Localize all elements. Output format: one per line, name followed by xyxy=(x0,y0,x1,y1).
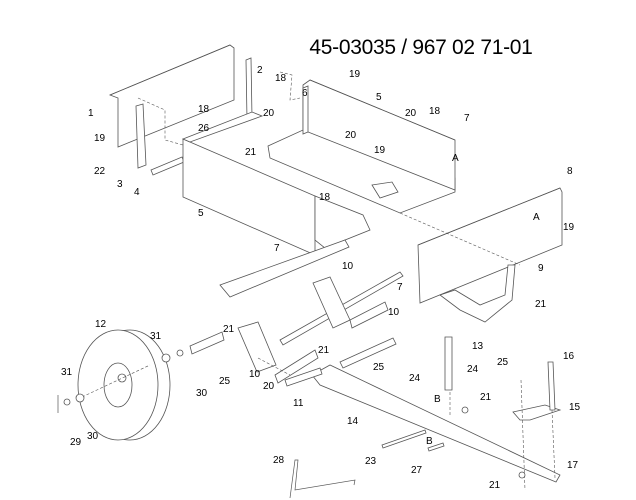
callout-label: 17 xyxy=(567,460,579,471)
callout-label: 24 xyxy=(467,364,479,375)
wheel-part xyxy=(57,329,225,441)
callout-label: 21 xyxy=(245,147,257,158)
callout-labels: 1 2 18 6 19 5 18 26 20 20 18 7 19 21 20 … xyxy=(61,65,581,491)
callout-label: 31 xyxy=(61,367,73,378)
callout-label: 20 xyxy=(263,108,275,119)
callout-label: 6 xyxy=(302,88,308,99)
callout-label: 19 xyxy=(349,69,361,80)
callout-label: 25 xyxy=(497,357,509,368)
callout-label: 21 xyxy=(489,480,501,491)
callout-label: 11 xyxy=(293,398,304,409)
callout-label: 20 xyxy=(345,130,357,141)
tongue-part xyxy=(284,336,562,499)
callout-label: 5 xyxy=(376,92,382,103)
callout-label: 4 xyxy=(134,187,140,198)
callout-label: 25 xyxy=(219,376,231,387)
callout-label: 7 xyxy=(397,282,403,293)
callout-label: 18 xyxy=(198,104,210,115)
callout-label: 8 xyxy=(567,166,573,177)
callout-label: 10 xyxy=(342,261,354,272)
callout-label: 16 xyxy=(563,351,575,362)
callout-label: 21 xyxy=(535,299,547,310)
callout-label: 28 xyxy=(273,455,285,466)
callout-label: 2 xyxy=(257,65,263,76)
bed-floor-part xyxy=(267,79,456,214)
mount-bracket-part xyxy=(237,276,389,384)
callout-label: 19 xyxy=(94,133,106,144)
callout-label: 19 xyxy=(563,222,575,233)
bracket-part xyxy=(439,264,516,323)
callout-label: 21 xyxy=(480,392,492,403)
callout-label: 3 xyxy=(117,179,123,190)
callout-label: 31 xyxy=(150,331,162,342)
callout-label: 15 xyxy=(569,402,581,413)
callout-label: A xyxy=(533,212,540,223)
callout-label: 12 xyxy=(95,319,107,330)
callout-label: 7 xyxy=(274,243,280,254)
callout-label: 13 xyxy=(472,341,484,352)
callout-label: 18 xyxy=(319,192,331,203)
callout-label: 30 xyxy=(196,388,208,399)
callout-label: 30 xyxy=(87,431,99,442)
callout-label: 20 xyxy=(263,381,275,392)
callout-label: 14 xyxy=(347,416,359,427)
callout-label: 21 xyxy=(318,345,330,356)
diagram-title: 45-03035 / 967 02 71-01 xyxy=(309,36,533,59)
callout-label: 20 xyxy=(405,108,417,119)
callout-label: 25 xyxy=(373,362,385,373)
side-panel-right-part xyxy=(417,187,563,304)
callout-label: 24 xyxy=(409,373,421,384)
callout-label: 5 xyxy=(198,208,204,219)
callout-label: A xyxy=(452,153,459,164)
callout-label: 22 xyxy=(94,166,106,177)
callout-label: 29 xyxy=(70,437,82,448)
callout-label: 21 xyxy=(223,324,235,335)
callout-label: 9 xyxy=(538,263,544,274)
callout-label: 23 xyxy=(365,456,377,467)
callout-label: 27 xyxy=(411,465,423,476)
callout-label: 19 xyxy=(374,145,386,156)
callout-label: 7 xyxy=(464,113,470,124)
callout-label: B xyxy=(434,394,441,405)
callout-label: 10 xyxy=(249,369,261,380)
hinge-part xyxy=(135,57,253,176)
callout-label: 26 xyxy=(198,123,210,134)
callout-label: 1 xyxy=(88,108,94,119)
callout-label: B xyxy=(426,436,433,447)
callout-label: 18 xyxy=(429,106,441,117)
callout-label: 10 xyxy=(388,307,400,318)
callout-label: 18 xyxy=(275,73,287,84)
